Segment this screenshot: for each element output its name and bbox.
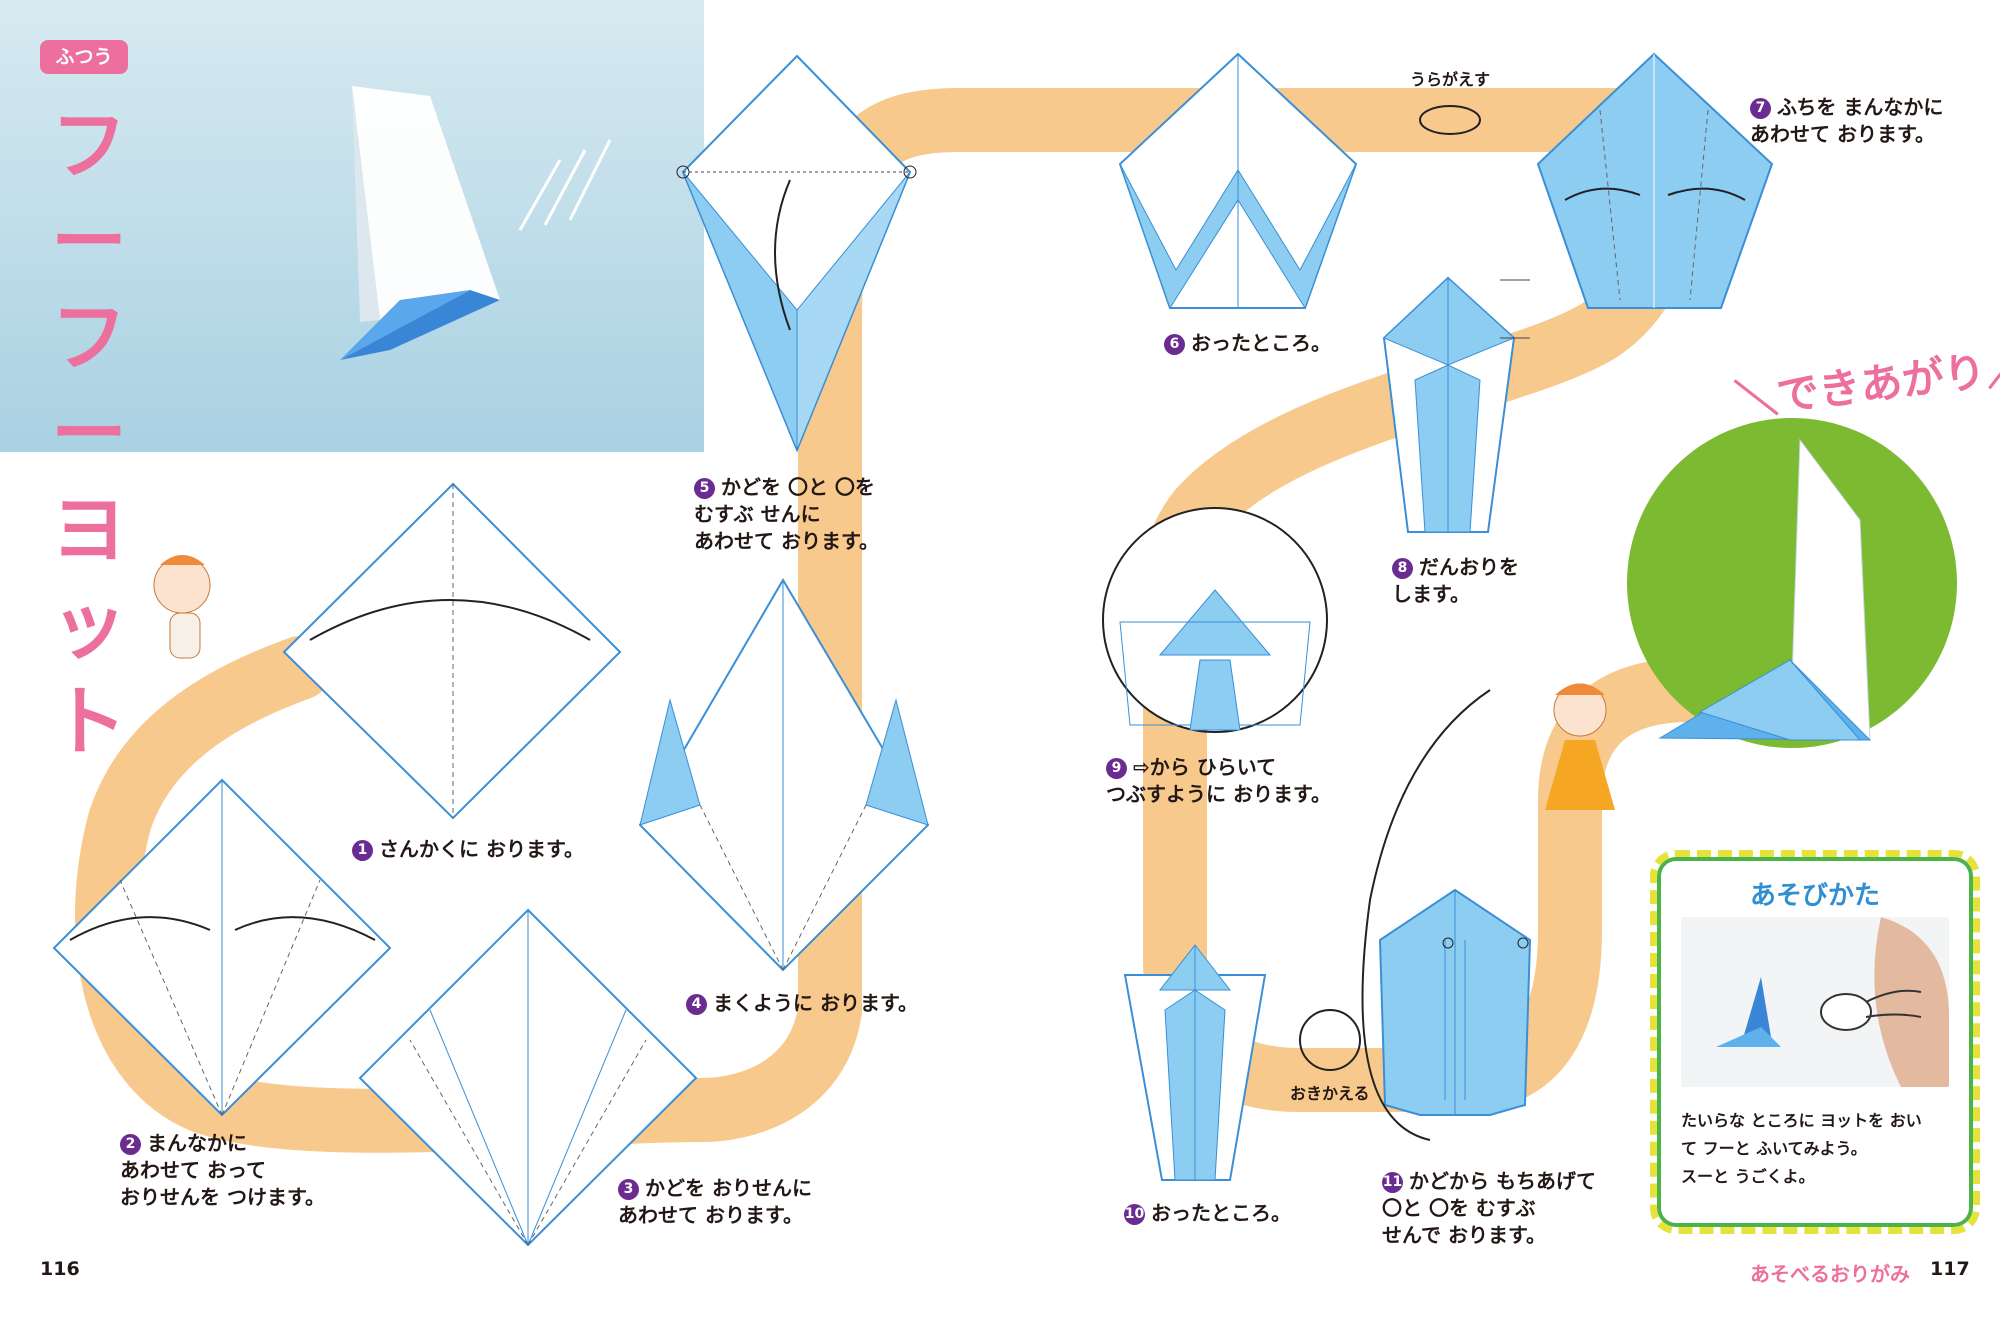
step-6-text: おったところ。: [1191, 331, 1331, 355]
step-1-caption: 1 さんかくに おります。: [352, 836, 584, 863]
step-1-number: 1: [352, 840, 373, 861]
step-6-caption: 6 おったところ。: [1164, 330, 1331, 357]
step6-diagram: [1118, 52, 1358, 310]
footer-book-title: あそべるおりがみ: [1750, 1262, 1910, 1286]
step8-diagram: [1382, 276, 1530, 533]
how-to-play-box: あそびかた たいらな ところに ヨットを おい て フーと ふいてみよう。 スー…: [1650, 850, 1980, 1234]
step4-diagram: [638, 578, 930, 972]
step-11-number: 11: [1382, 1172, 1403, 1193]
step10-diagram: [1123, 944, 1267, 1181]
step-4-number: 4: [686, 994, 707, 1015]
step-8-text: だんおりを します。: [1392, 555, 1519, 606]
step-9-caption: 9⇨から ひらいて つぶすように おります。: [1106, 754, 1331, 808]
hero-photo: [0, 0, 704, 452]
page-title: フーフーヨット: [51, 101, 127, 766]
step-9-text: ⇨から ひらいて つぶすように おります。: [1106, 755, 1331, 806]
flip-symbol: [1419, 105, 1481, 135]
step-3-text: かどを おりせんに あわせて おります。: [618, 1176, 812, 1227]
step1-diagram: [282, 482, 622, 820]
boy-illustration: [153, 555, 211, 659]
step-5-number: 5: [694, 478, 715, 499]
step9-diagram: [1102, 507, 1328, 733]
how-to-play-text: たいらな ところに ヨットを おい て フーと ふいてみよう。 スーと うごくよ…: [1681, 1111, 1922, 1186]
finished-yacht: [1627, 418, 1957, 748]
step-1-text: さんかくに おります。: [379, 837, 584, 861]
how-to-play-title: あそびかた: [1749, 881, 1880, 911]
step-3-number: 3: [618, 1179, 639, 1200]
step-10-caption: 10 おったところ。: [1124, 1200, 1291, 1227]
step-7-text: ふちを まんなかに あわせて おります。: [1750, 95, 1944, 146]
step-7-number: 7: [1750, 98, 1771, 119]
step-4-caption: 4 まくように おります。: [686, 990, 918, 1017]
step-8-number: 8: [1392, 558, 1413, 579]
step-6-number: 6: [1164, 334, 1185, 355]
step-4-text: まくように おります。: [713, 991, 918, 1015]
step-11-text: かどから もちあげて 〇と 〇を むすぶ せんで おります。: [1382, 1169, 1596, 1247]
step-10-text: おったところ。: [1151, 1201, 1291, 1225]
how-to-play-photo: [1681, 917, 1949, 1087]
play-photo-art: [1681, 917, 1949, 1087]
page-number-left: 116: [40, 1258, 80, 1280]
step7-diagram: [1536, 52, 1774, 309]
step2-diagram: [52, 778, 392, 1117]
girl-illustration: [1545, 683, 1615, 810]
step3-diagram: [358, 908, 698, 1247]
page-number-right: 117: [1930, 1258, 1970, 1280]
step11-diagram: [1361, 689, 1532, 1141]
step-2-number: 2: [120, 1134, 141, 1155]
rotate-label: おきかえる: [1290, 1084, 1370, 1103]
step-5-text: かどを 〇と 〇を むすぶ せんに あわせて おります。: [694, 475, 879, 553]
step5-diagram: [676, 54, 917, 453]
step-2-text: まんなかに あわせて おって おりせんを つけます。: [120, 1131, 325, 1209]
difficulty-badge: ふつう: [40, 40, 128, 74]
flip-label: うらがえす: [1410, 70, 1491, 89]
step-9-number: 9: [1106, 758, 1127, 779]
rotate-symbol: [1299, 1009, 1361, 1071]
step-10-number: 10: [1124, 1204, 1145, 1225]
